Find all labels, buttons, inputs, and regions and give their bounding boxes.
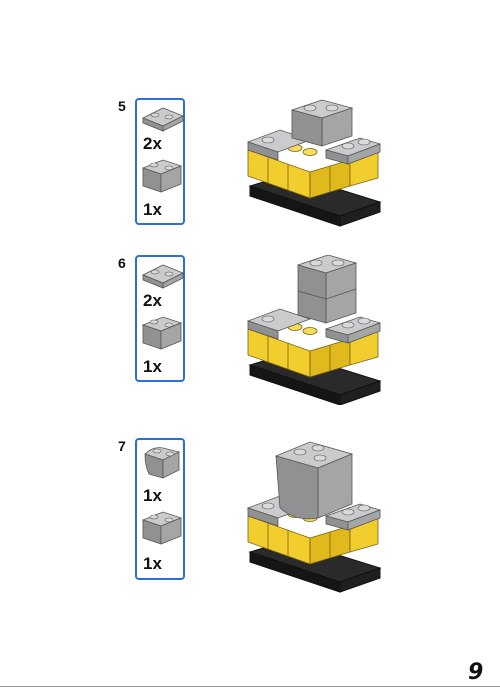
page-number: 9 xyxy=(468,660,484,685)
step-number: 5 xyxy=(118,98,126,114)
part-quantity: 1x xyxy=(143,486,162,505)
parts-callout: 1x 1x xyxy=(135,438,185,580)
plate-1x2-icon xyxy=(142,264,184,289)
model-assembly-step-6 xyxy=(247,255,381,405)
model-assembly-step-7 xyxy=(247,441,381,593)
brick-1x2-icon xyxy=(142,159,182,193)
model-assembly-step-5 xyxy=(247,99,381,227)
footer-divider xyxy=(0,686,500,687)
parts-callout: 2x 1x xyxy=(135,255,185,382)
part-quantity: 2x xyxy=(143,291,162,310)
parts-callout: 2x 1x xyxy=(135,98,185,225)
step-number: 7 xyxy=(118,438,126,454)
brick-1x2-icon xyxy=(142,511,182,545)
part-quantity: 2x xyxy=(143,134,162,153)
part-quantity: 1x xyxy=(143,200,162,219)
part-quantity: 1x xyxy=(143,554,162,573)
brick-1x2-icon xyxy=(142,316,182,350)
step-number: 6 xyxy=(118,255,126,271)
brick-1x2-curved-icon xyxy=(144,447,180,479)
part-quantity: 1x xyxy=(143,357,162,376)
plate-1x2-icon xyxy=(142,107,184,132)
